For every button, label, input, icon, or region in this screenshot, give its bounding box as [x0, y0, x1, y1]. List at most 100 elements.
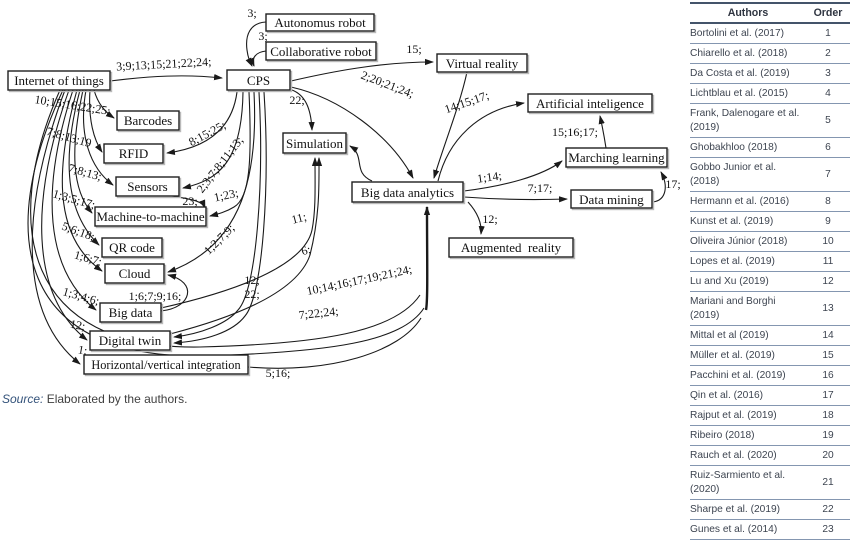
node-simulation: Simulation — [282, 132, 349, 156]
node-label: Augmented reality — [461, 240, 562, 255]
table-row: Frank, Dalenogare et al. (2019)5 — [690, 103, 850, 138]
edge-label: 11; — [290, 209, 308, 226]
author-cell: Frank, Dalenogare et al. (2019) — [690, 103, 806, 138]
edge-label: 7;22;24; — [298, 304, 339, 322]
edge-iot-cloud — [61, 89, 103, 272]
table-row: Pacchini et al. (2019)16 — [690, 365, 850, 386]
edge-label: 6; — [300, 242, 313, 258]
table-row: Mittal et al (2019)14 — [690, 325, 850, 346]
edge-label: 15; — [406, 42, 421, 56]
table-row: Hermann et al. (2016)8 — [690, 191, 850, 212]
node-label: Data mining — [579, 192, 644, 207]
edge-label: 1;3;5;17; — [51, 186, 97, 211]
order-cell: 16 — [806, 365, 850, 386]
order-cell: 9 — [806, 211, 850, 232]
table-row: Qin et al. (2016)17 — [690, 385, 850, 406]
table-row: Ruiz-Sarmiento et al. (2020)21 — [690, 465, 850, 500]
author-cell: Gobbo Junior et al. (2018) — [690, 157, 806, 192]
author-cell: Gunes et al. (2014) — [690, 519, 806, 540]
order-cell: 20 — [806, 445, 850, 466]
source-caption: Source: Elaborated by the authors. — [2, 392, 187, 406]
node-qr-code: QR code — [101, 237, 165, 260]
author-cell: Mariani and Borghi (2019) — [690, 291, 806, 326]
node-label: Barcodes — [124, 113, 172, 128]
edge-iot-cps — [109, 74, 223, 82]
node-label: Horizontal/vertical integration — [91, 358, 240, 372]
node-machine-learning: Marching learning — [565, 147, 670, 170]
edge-bda-ml — [463, 160, 563, 192]
node-data-mining: Data mining — [570, 189, 655, 211]
edge-label: 2;20;21;24; — [359, 68, 416, 101]
node-label: QR code — [109, 240, 155, 255]
author-cell: Kunst et al. (2019) — [690, 211, 806, 232]
author-cell: Müller et al. (2019) — [690, 345, 806, 366]
order-cell: 15 — [806, 345, 850, 366]
edge-sensors-m2m — [171, 195, 206, 209]
author-cell: Mittal et al (2019) — [690, 325, 806, 346]
edge-label: 10;15;16;22;25; — [34, 92, 112, 118]
edge-label: 8;15;25; — [186, 118, 228, 149]
author-cell: Hermann et al. (2016) — [690, 191, 806, 212]
table-row: Lu and Xu (2019)12 — [690, 271, 850, 292]
author-cell: Pacchini et al. (2019) — [690, 365, 806, 386]
edge-iot-digital-twin — [41, 89, 88, 341]
edge-label: 5;16; — [266, 366, 291, 380]
edge-digital-twin-simulation — [169, 157, 323, 335]
node-artificial-intelligence: Artificial inteligence — [527, 93, 655, 115]
author-cell: Qin et al. (2016) — [690, 385, 806, 406]
edge-bda-ai — [437, 101, 525, 182]
order-cell: 3 — [806, 63, 850, 84]
author-cell: Lichtblau et al. (2015) — [690, 83, 806, 104]
order-cell: 17 — [806, 385, 850, 406]
edge-label: 1;14; — [476, 168, 502, 185]
edge-cps-m2m — [209, 91, 251, 218]
node-horizontal-vertical-integration: Horizontal/vertical integration — [83, 354, 251, 377]
edge-cps-digital-twin-a — [173, 91, 262, 340]
node-sensors: Sensors — [115, 176, 182, 199]
node-label: Collaborative robot — [270, 44, 372, 59]
edge-bda-dm — [463, 196, 568, 203]
node-barcodes: Barcodes — [116, 110, 182, 133]
author-cell: Bortolini et al. (2017) — [690, 23, 806, 44]
edge-label: 7;8;13; — [67, 161, 104, 184]
table-row: Rajput et al. (2019)18 — [690, 405, 850, 426]
node-cps: CPS — [226, 69, 293, 93]
edge-cps-bda — [290, 86, 414, 179]
node-big-data: Big data — [99, 302, 164, 325]
node-autonomous-robot: Autonomus robot — [265, 13, 377, 34]
edge-label: 3;9;13;15;21;22;24; — [116, 55, 212, 74]
edge-bigdata-cloud — [160, 273, 188, 312]
edge-cps-cloud — [167, 91, 256, 273]
edge-cps-rfid — [166, 91, 238, 156]
order-cell: 14 — [806, 325, 850, 346]
table-row: Oliveira Júnior (2018)10 — [690, 231, 850, 252]
edge-label: 12; — [244, 273, 259, 287]
order-cell: 12 — [806, 271, 850, 292]
order-cell: 22 — [806, 499, 850, 520]
node-label: Simulation — [286, 136, 344, 151]
edge-iot-rfid — [89, 89, 103, 153]
edge-digital-twin-bda-sweep — [27, 89, 425, 357]
edge-label: 22; — [244, 287, 259, 301]
table-row: Gobbo Junior et al. (2018)7 — [690, 157, 850, 192]
node-label: Internet of things — [14, 73, 104, 88]
table-row: Bortolini et al. (2017)1 — [690, 23, 850, 44]
edge-label: 17; — [665, 177, 680, 191]
edge-iot-qr — [68, 89, 100, 246]
order-cell: 7 — [806, 157, 850, 192]
edge-merged-into-bda — [423, 206, 431, 311]
edge-iot-hv-integration — [31, 89, 81, 365]
edge-hv-bda-sweep — [247, 317, 422, 369]
node-label: Artificial inteligence — [536, 96, 644, 111]
table-row: Xu and Duan (2019)24 — [690, 539, 850, 542]
concept-network-diagram: 3;9;13;15;21;22;24; 3; 3; 15; 2;20;21;24… — [7, 6, 681, 380]
edge-bda-simulation — [349, 145, 373, 182]
author-cell: Lopes et al. (2019) — [690, 251, 806, 272]
edge-cps-virtual-reality — [290, 58, 434, 82]
node-big-data-analytics: Big data analytics — [351, 181, 466, 205]
table-row: Lichtblau et al. (2015)4 — [690, 83, 850, 104]
edge-label: 10;14;16;17;19;21;24; — [305, 262, 413, 298]
author-cell: Xu and Duan (2019) — [690, 539, 806, 542]
table-row: Lopes et al. (2019)11 — [690, 251, 850, 272]
